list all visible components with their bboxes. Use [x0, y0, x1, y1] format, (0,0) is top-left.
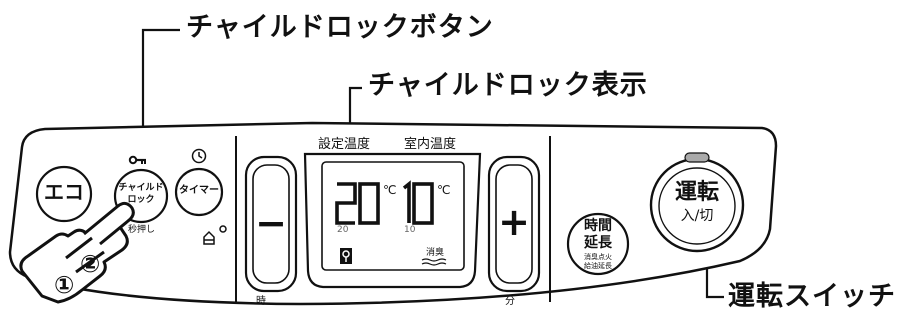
- room-temp-value: 10: [404, 225, 416, 235]
- minute-label: 分: [505, 296, 515, 307]
- step-1-marker: ①: [54, 271, 75, 299]
- time-extension-sub2: 給油延長: [584, 262, 612, 270]
- eco-button[interactable]: エコ: [44, 180, 84, 204]
- minus-button[interactable]: −: [255, 201, 287, 245]
- child-lock-button-leader: [141, 28, 180, 160]
- seat-icon: [203, 225, 227, 245]
- time-extension-button-label1[interactable]: 時間: [584, 218, 612, 234]
- set-temp-unit: ℃: [383, 183, 397, 197]
- deodorize-icon: [421, 258, 447, 266]
- seven-segment-digits: [335, 180, 434, 225]
- eco-button-ring: [35, 165, 93, 223]
- time-extension-button-label2[interactable]: 延長: [584, 235, 612, 251]
- deodorize-label: 消臭: [426, 248, 445, 258]
- run-switch-callout: 運転スイッチ: [728, 281, 896, 312]
- key-icon: [128, 155, 146, 165]
- timer-button-ring: [174, 167, 224, 217]
- run-indicator-lamp: [684, 152, 710, 163]
- set-temp-label: 設定温度: [318, 137, 371, 152]
- run-switch-label1[interactable]: 運転: [674, 180, 719, 205]
- timer-button[interactable]: タイマー: [179, 185, 219, 196]
- child-lock-button-label2[interactable]: ロック: [127, 195, 155, 205]
- run-switch-inner-ring: [658, 167, 736, 245]
- run-switch-label2[interactable]: 入/切: [680, 208, 714, 224]
- room-temp-unit: ℃: [437, 183, 451, 197]
- plus-button[interactable]: +: [498, 200, 530, 244]
- minus-button-inner: [252, 164, 290, 284]
- clock-icon: [191, 148, 207, 164]
- pressing-hand-icon: [19, 201, 135, 304]
- set-temp-value: 20: [337, 225, 349, 235]
- child-lock-indicator-icon: [340, 248, 352, 264]
- room-temp-label: 室内温度: [404, 137, 457, 152]
- display-screen: [321, 161, 465, 271]
- time-extension-button-ring: [566, 212, 630, 276]
- plus-button-inner: [495, 164, 533, 284]
- child-lock-display-callout: チャイルドロック表示: [368, 70, 648, 101]
- hour-label: 時: [256, 296, 266, 307]
- time-extension-sub1: 消臭点火: [584, 253, 612, 261]
- child-lock-hint: 秒押し: [128, 225, 156, 235]
- step-2-marker: ②: [80, 250, 101, 278]
- child-lock-button-callout: チャイルドロックボタン: [186, 12, 494, 43]
- child-lock-button-label1[interactable]: チャイルド: [118, 183, 164, 193]
